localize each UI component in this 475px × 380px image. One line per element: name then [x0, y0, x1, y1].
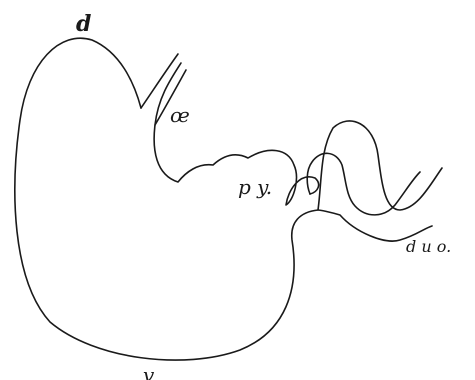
stomach-inner-outline — [153, 62, 320, 206]
stomach-outer-outline — [14, 37, 443, 361]
label-oesophagus: œ — [170, 103, 190, 127]
duodenum-inner-loop — [306, 152, 421, 216]
label-duodenum: d u o. — [406, 237, 451, 256]
oesophagus-outer-wall — [140, 53, 179, 109]
label-pylorus: p y. — [238, 175, 272, 199]
label-bottom: v — [143, 363, 155, 380]
label-fundus: d — [76, 11, 91, 37]
duodenum-lower-edge — [317, 209, 433, 242]
oesophagus-inner-wall — [154, 69, 187, 126]
